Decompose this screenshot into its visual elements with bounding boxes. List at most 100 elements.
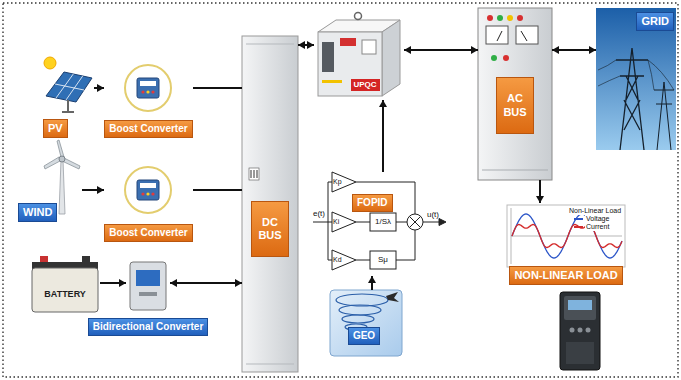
connector [82, 186, 104, 194]
connector [170, 279, 242, 287]
ac-bus-cabinet [507, 15, 513, 21]
fopid-block-diagram [313, 172, 446, 270]
ac-bus-cabinet [497, 31, 502, 41]
fopid-block-diagram [370, 213, 396, 231]
converter-icon [146, 192, 149, 195]
fopid-block-diagram [332, 250, 356, 270]
solar-panel [62, 111, 74, 113]
connector [94, 84, 104, 92]
converter-icon [125, 167, 171, 213]
arrowhead [368, 276, 376, 283]
solar-panel [55, 84, 84, 90]
ac-bus-cabinet [482, 170, 548, 171]
solar-panel [46, 72, 92, 102]
wind-turbine [57, 140, 64, 157]
ac-bus-cabinet [491, 55, 497, 61]
connector [404, 46, 478, 54]
dc-bus-cabinet [242, 36, 298, 372]
battery-icon [32, 268, 98, 312]
node-label: Bidirectional Converter [88, 318, 209, 336]
ac-bus-cabinet [516, 26, 538, 44]
legend-text: Current [585, 223, 610, 231]
label-holder: Sμ [378, 255, 388, 264]
connector-line [170, 282, 242, 284]
operator-label: 1/Sλ [375, 217, 391, 226]
load-chart [511, 236, 622, 237]
upqc-enclosure [322, 42, 334, 72]
converter-icon [137, 180, 159, 200]
load-chart [511, 208, 512, 264]
fopid-block-diagram [407, 214, 423, 230]
label-holder: Non-Linear Load [568, 207, 622, 215]
arrowhead [119, 279, 126, 287]
node-label: GRID [636, 12, 674, 31]
geo-optimizer-picture [342, 315, 374, 323]
label-holder: Kp [333, 178, 342, 186]
load-chart [507, 205, 625, 267]
converter-box: Bidirectional Converter [126, 256, 170, 314]
fopid-block-diagram [332, 212, 356, 232]
label-holder: 1/Sλ [375, 217, 391, 226]
upqc-enclosure [355, 13, 362, 20]
solar-panel [67, 100, 69, 112]
node-label: AC BUS [496, 77, 533, 133]
upqc-enclosure [362, 40, 376, 54]
optimizer-box: GEO [330, 290, 402, 356]
converter-icon [140, 81, 156, 86]
source-label-box: WIND [18, 138, 82, 222]
arrowhead [235, 279, 242, 287]
converter-icon [139, 292, 157, 296]
connector [536, 180, 544, 203]
converter-icon [151, 192, 154, 195]
ac-bus-cabinet [503, 55, 509, 61]
dc-bus-cabinet [242, 36, 298, 372]
connector [193, 88, 242, 89]
node-label: PV [43, 119, 68, 138]
arrowhead [404, 46, 411, 54]
connector [100, 279, 126, 287]
fopid-block-diagram [439, 219, 446, 226]
dc-bus-cabinet [246, 44, 294, 45]
operator-label: Sμ [378, 255, 388, 264]
arrowhead [589, 46, 596, 54]
battery-icon [82, 256, 90, 263]
upqc-enclosure [322, 80, 342, 83]
arrowhead [379, 100, 387, 107]
node-label: BATTERY [44, 289, 86, 300]
node-label: UPQC [351, 79, 380, 91]
solar-panel [44, 57, 56, 69]
converter-icon [125, 167, 171, 213]
node-label: FOPID [352, 194, 393, 212]
geo-optimizer-picture [339, 305, 381, 315]
grid-box: GRID [596, 8, 676, 150]
bus-cabinet: DC BUS [242, 36, 298, 372]
bus-cabinet: AC BUS [478, 8, 552, 180]
arrowhead [471, 46, 478, 54]
load-chart [507, 205, 625, 267]
arrowhead [307, 41, 314, 49]
label-holder: Ki [333, 218, 339, 226]
label-holder: Kd [333, 256, 342, 264]
connector [379, 100, 387, 172]
dc-bus-cabinet [254, 170, 255, 178]
ac-bus-cabinet [478, 8, 552, 180]
source-label-box: PV [40, 54, 94, 138]
connector [298, 41, 314, 49]
connector-line [382, 100, 384, 172]
signal-name: e(t) [313, 209, 325, 218]
wind-turbine [59, 160, 65, 214]
ac-bus-cabinet [497, 15, 503, 21]
ac-bus-cabinet [478, 8, 552, 180]
gain-label: Ki [333, 218, 339, 226]
drive-unit [568, 300, 592, 310]
connector [368, 276, 376, 290]
converter-icon [140, 183, 156, 188]
fopid-block-diagram [332, 172, 356, 192]
converter-icon [151, 90, 154, 93]
fopid-block-diagram [313, 182, 332, 260]
converter-icon [136, 270, 160, 286]
dc-bus-cabinet [249, 168, 259, 180]
grid-photo [654, 82, 674, 150]
gain-label: Kd [333, 256, 342, 264]
converter-icon [130, 262, 166, 310]
